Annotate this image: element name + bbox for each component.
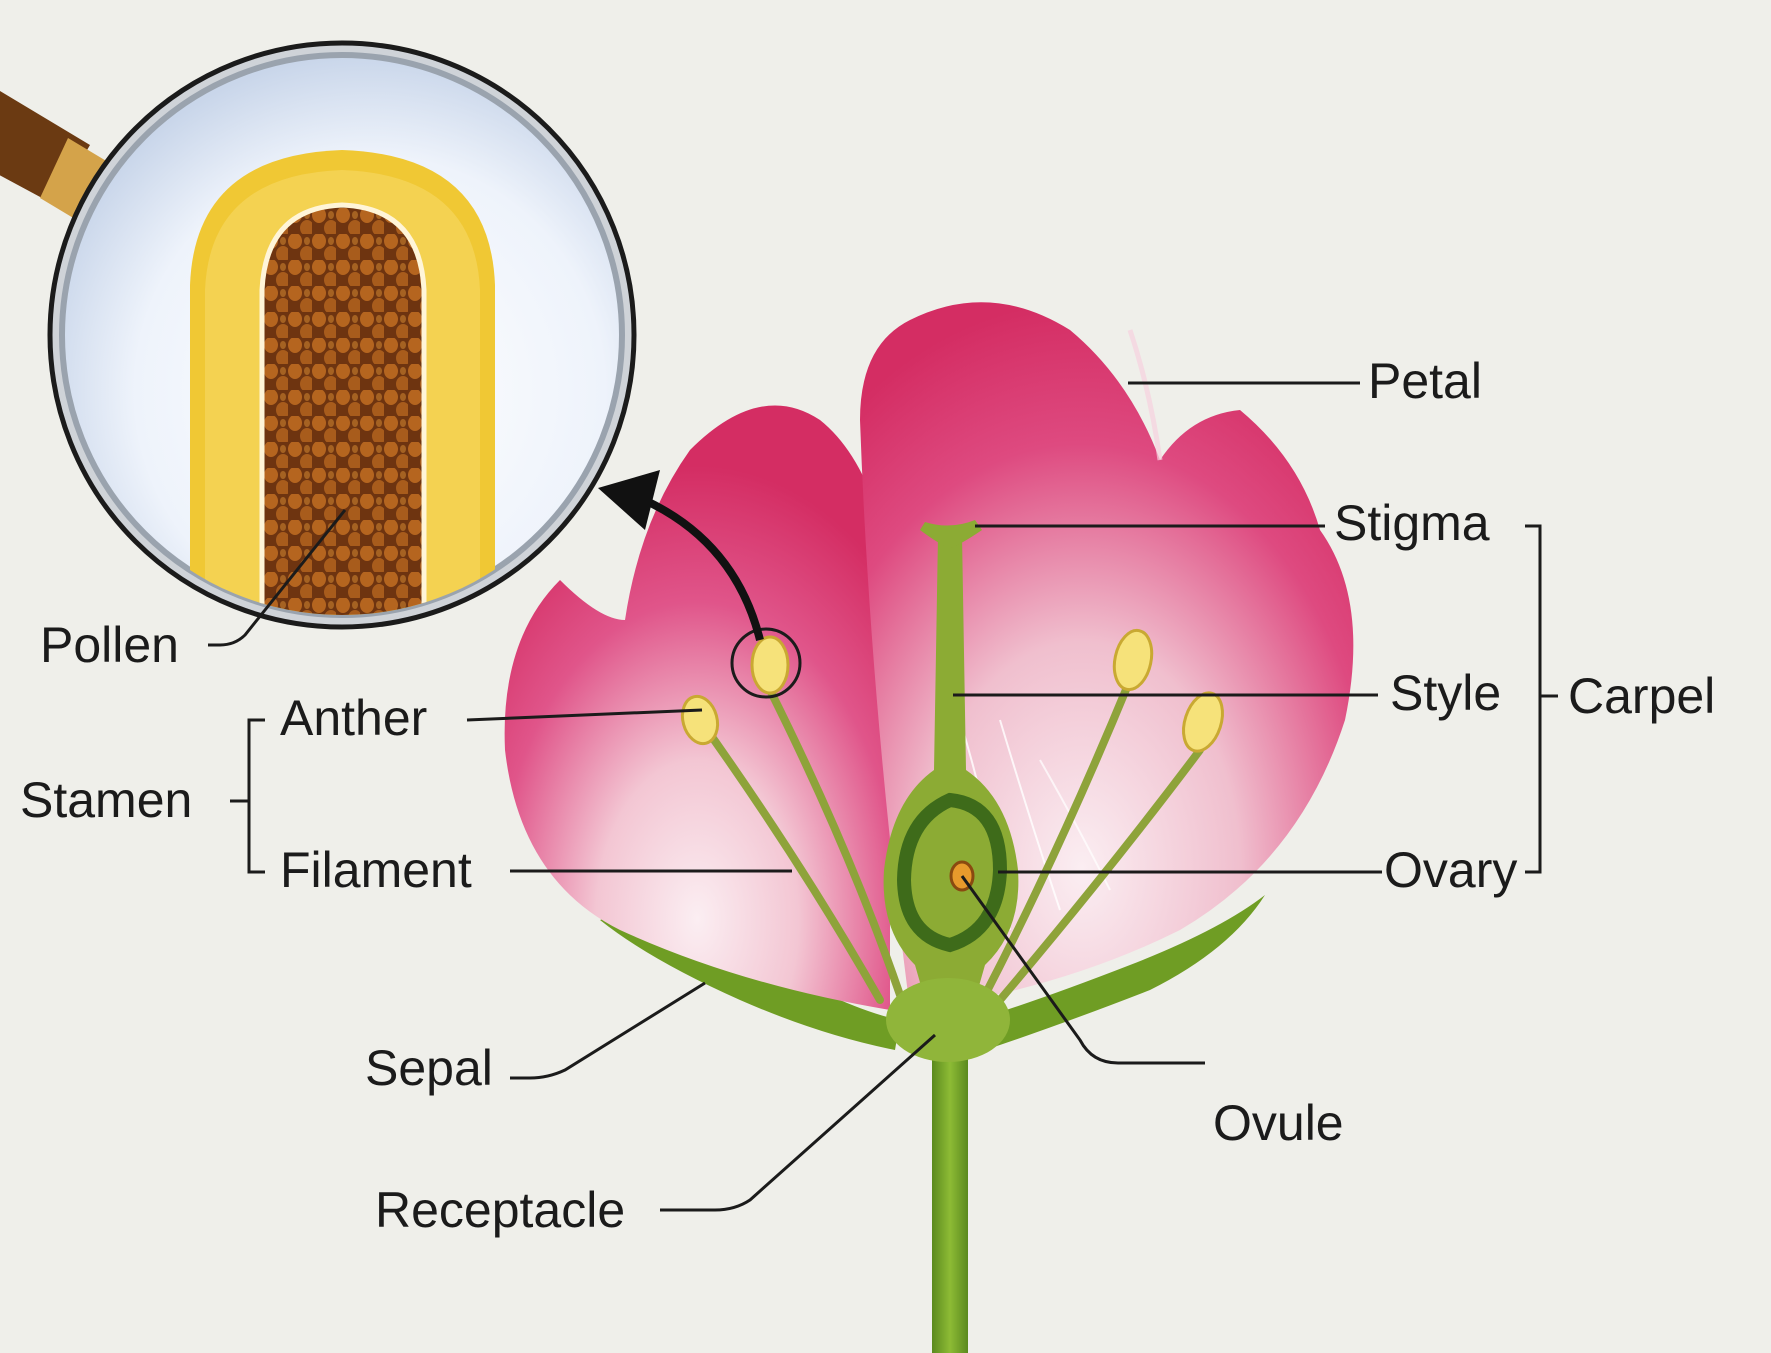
sepal-right: [975, 895, 1265, 1050]
label-sepal: Sepal: [365, 1040, 493, 1096]
style-stalk: [883, 535, 1019, 1000]
label-petal: Petal: [1368, 353, 1482, 409]
label-carpel: Carpel: [1568, 668, 1716, 724]
anther-1: [680, 694, 720, 746]
receptacle: [886, 978, 1010, 1062]
label-anther: Anther: [280, 690, 428, 746]
anther-highlight-circle: [730, 627, 802, 699]
label-ovule: Ovule: [1213, 1095, 1344, 1151]
ovary-wall: [896, 792, 1008, 953]
anther-2: [750, 635, 790, 695]
pollen-sac: [259, 202, 427, 615]
label-ovary: Ovary: [1384, 842, 1518, 898]
anther-4: [1182, 691, 1224, 753]
curved-arrow-icon: [638, 494, 764, 641]
anther-3: [1112, 628, 1154, 692]
label-stigma: Stigma: [1334, 495, 1490, 551]
label-style: Style: [1390, 665, 1502, 721]
label-receptacle: Receptacle: [375, 1182, 626, 1238]
label-pollen: Pollen: [40, 617, 179, 673]
leader-lines: [208, 381, 1558, 1212]
stem: [932, 1000, 968, 1353]
label-stamen: Stamen: [20, 772, 193, 828]
stigma-top: [920, 520, 982, 548]
magnifying-glass-icon: [0, 40, 637, 630]
label-filament: Filament: [280, 842, 472, 898]
arrow-head: [598, 470, 660, 530]
